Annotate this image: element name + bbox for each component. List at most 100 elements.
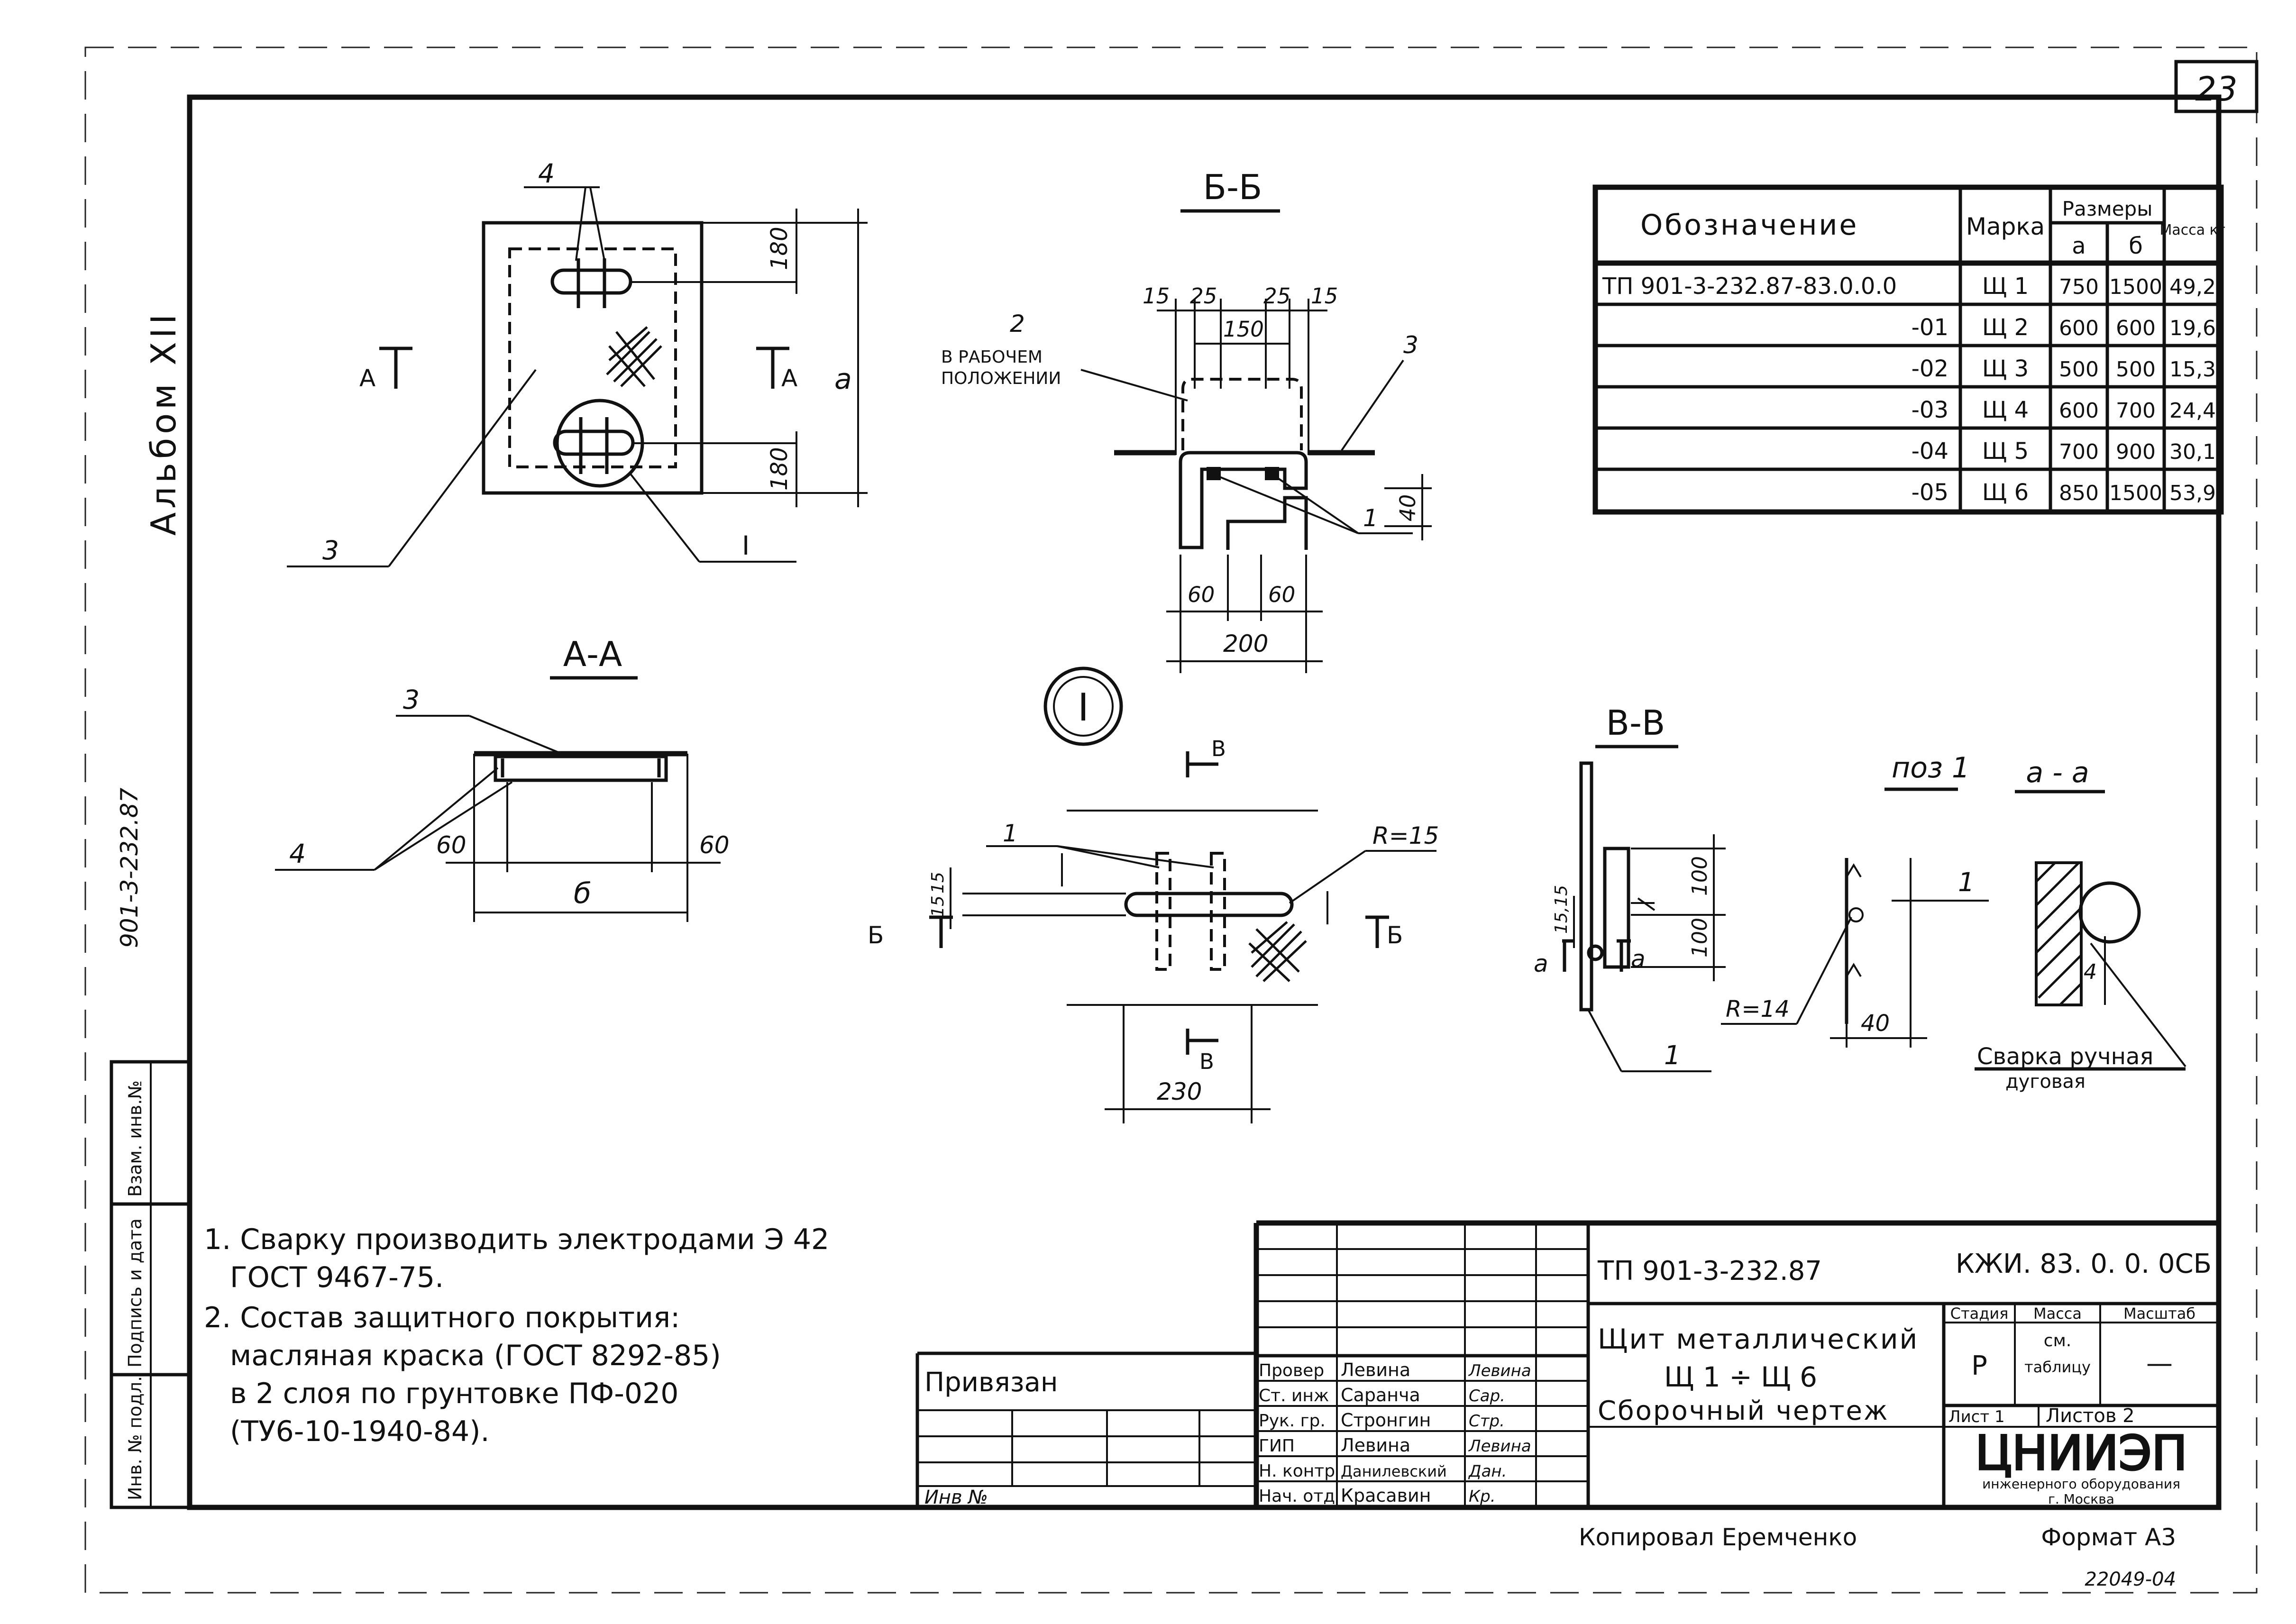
footer-copied: Копировал Еремченко xyxy=(1579,1524,1857,1551)
note-2d: (ТУ6-10-1940-84). xyxy=(230,1415,490,1448)
row5-massa: 53,9 xyxy=(2169,481,2216,505)
tb-stadiya-h: Стадия xyxy=(1950,1305,2009,1323)
row3-marka: Щ 4 xyxy=(1982,397,2029,423)
tb-privyazan: Привязан xyxy=(924,1367,1058,1398)
signer-sign-1: Сар. xyxy=(1469,1387,1505,1405)
pos-3-aa: 3 xyxy=(403,684,420,715)
signer-sign-5: Кр. xyxy=(1469,1487,1496,1506)
tb-title-3: Сборочный чертеж xyxy=(1598,1396,1889,1426)
dim-25-bb-l: 25 xyxy=(1190,283,1217,309)
tb-massa-1: см. xyxy=(2044,1331,2071,1350)
title-block: Привязан Инв № ТП 901-3-232.87 КЖИ. 83. … xyxy=(915,1220,2219,1508)
row0-marka: Щ 1 xyxy=(1982,273,2029,300)
cut-A-left: А xyxy=(359,365,375,392)
pos-2-bb: 2 xyxy=(1010,310,1025,338)
signer-name-3: Левина xyxy=(1341,1435,1410,1456)
dim-150-bb: 150 xyxy=(1223,317,1264,342)
tb-stadiya: Р xyxy=(1971,1350,1987,1381)
row3-b: 700 xyxy=(2116,399,2156,423)
tb-masshtab-h: Масштаб xyxy=(2123,1305,2195,1323)
row4-marka: Щ 5 xyxy=(1982,438,2029,465)
note-2c: в 2 слоя по грунтовке ПФ-020 xyxy=(230,1377,678,1410)
row1-b: 600 xyxy=(2116,316,2156,340)
th-oboz: Обозначение xyxy=(1640,209,1858,242)
dim-180-top: 180 xyxy=(766,227,793,270)
pos-3-plan: 3 xyxy=(322,535,339,566)
signer-role-5: Нач. отд xyxy=(1259,1487,1335,1506)
cut-a-left: а xyxy=(1534,950,1548,977)
th-marka: Марка xyxy=(1966,213,2045,240)
signer-role-2: Рук. гр. xyxy=(1259,1411,1326,1431)
th-a: а xyxy=(2072,233,2086,259)
pos-1-vv: 1 xyxy=(1664,1040,1681,1070)
tb-inv-no: Инв № xyxy=(924,1487,988,1508)
tb-org-sub-2: г. Москва xyxy=(2048,1491,2114,1507)
node-I-detail: I В В 1 R=15 Б xyxy=(868,666,1439,1123)
dim-40-bb: 40 xyxy=(1395,494,1420,521)
tb-title-2: Щ 1 ÷ Щ 6 xyxy=(1664,1361,1817,1393)
dim-1515-vv: 15,15 xyxy=(1552,885,1571,934)
section-vv: В-В 100 100 15,15 а а 1 xyxy=(1534,703,1726,1072)
row1-massa: 19,6 xyxy=(2169,316,2216,340)
row2-a: 500 xyxy=(2059,357,2099,382)
dim-4-weld: 4 xyxy=(2084,960,2097,984)
section-bb: Б-Б 15 25 25 15 150 2 В РАБОЧЕМ ПОЛОЖЕНИ… xyxy=(941,167,1432,673)
signer-role-3: ГИП xyxy=(1259,1436,1295,1456)
pos-4-aa: 4 xyxy=(289,839,306,869)
row3-massa: 24,4 xyxy=(2169,399,2216,423)
pos-3-bb: 3 xyxy=(1403,331,1418,359)
dim-60-aa-left: 60 xyxy=(436,831,467,859)
th-massa: Масса кг xyxy=(2159,222,2225,238)
footer-archive: 22049-04 xyxy=(2085,1569,2176,1590)
svarka-2: дуговая xyxy=(2005,1071,2086,1093)
dim-15-node-1: 15 xyxy=(928,872,948,894)
dim-60-bb-r: 60 xyxy=(1268,582,1295,607)
signer-name-1: Саранча xyxy=(1341,1385,1420,1405)
th-razmery: Размеры xyxy=(2062,197,2153,220)
row4-oboz: -04 xyxy=(1912,438,1948,465)
pos-1-node: 1 xyxy=(1003,820,1018,847)
signer-sign-4: Дан. xyxy=(1468,1462,1507,1481)
pos-1-poz1: 1 xyxy=(1958,867,1975,897)
view-vv-title: В-В xyxy=(1606,703,1665,743)
section-a-a-weld: а - а 4 Сварка ручная дуговая xyxy=(1975,756,2186,1093)
row4-a: 700 xyxy=(2059,440,2099,464)
row1-oboz: -01 xyxy=(1912,314,1948,341)
trim-line xyxy=(84,46,2258,1594)
sheet-number-box: 23 xyxy=(2174,60,2259,113)
signer-role-0: Провер xyxy=(1259,1361,1324,1380)
row2-marka: Щ 3 xyxy=(1982,356,2029,382)
pos-1-bb: 1 xyxy=(1363,504,1378,532)
dim-200-bb: 200 xyxy=(1223,630,1268,657)
row5-b: 1500 xyxy=(2109,481,2162,505)
row4-b: 900 xyxy=(2116,440,2156,464)
signer-sign-3: Левина xyxy=(1468,1437,1531,1456)
margin-stamp: Инв. № подл. Подпись и дата Взам. инв.№ xyxy=(110,1060,192,1509)
dim-60-bb-l: 60 xyxy=(1188,582,1215,607)
view-poz1-title: поз 1 xyxy=(1892,751,1970,785)
th-b: б xyxy=(2129,233,2143,259)
cut-B-right: Б xyxy=(1387,921,1403,949)
svarka-1: Сварка ручная xyxy=(1977,1043,2153,1070)
signer-name-0: Левина xyxy=(1341,1359,1410,1380)
tb-listov: Листов 2 xyxy=(2046,1405,2135,1427)
row0-b: 1500 xyxy=(2109,275,2162,299)
tb-project: ТП 901-3-232.87 xyxy=(1597,1256,1822,1286)
tb-list: Лист 1 xyxy=(1948,1407,2005,1426)
album-label: Альбом XII xyxy=(144,310,183,536)
note-1b: ГОСТ 9467-75. xyxy=(230,1261,444,1294)
r15-label: R=15 xyxy=(1372,822,1439,849)
stamp-sign: Подпись и дата xyxy=(125,1218,146,1368)
dim-a-plan: a xyxy=(834,363,852,396)
signer-role-4: Н. контр xyxy=(1259,1461,1335,1481)
stamp-vzam: Взам. инв.№ xyxy=(125,1080,146,1197)
row0-massa: 49,2 xyxy=(2169,275,2216,299)
rabochee-1: В РАБОЧЕМ xyxy=(941,347,1043,367)
view-a-a-title: а - а xyxy=(2026,756,2089,789)
tb-masshtab: — xyxy=(2146,1348,2173,1379)
row0-a: 750 xyxy=(2059,275,2099,299)
tb-massa-2: таблицу xyxy=(2024,1358,2091,1376)
dim-40-poz1: 40 xyxy=(1861,1010,1890,1037)
row5-oboz: -05 xyxy=(1912,479,1948,506)
